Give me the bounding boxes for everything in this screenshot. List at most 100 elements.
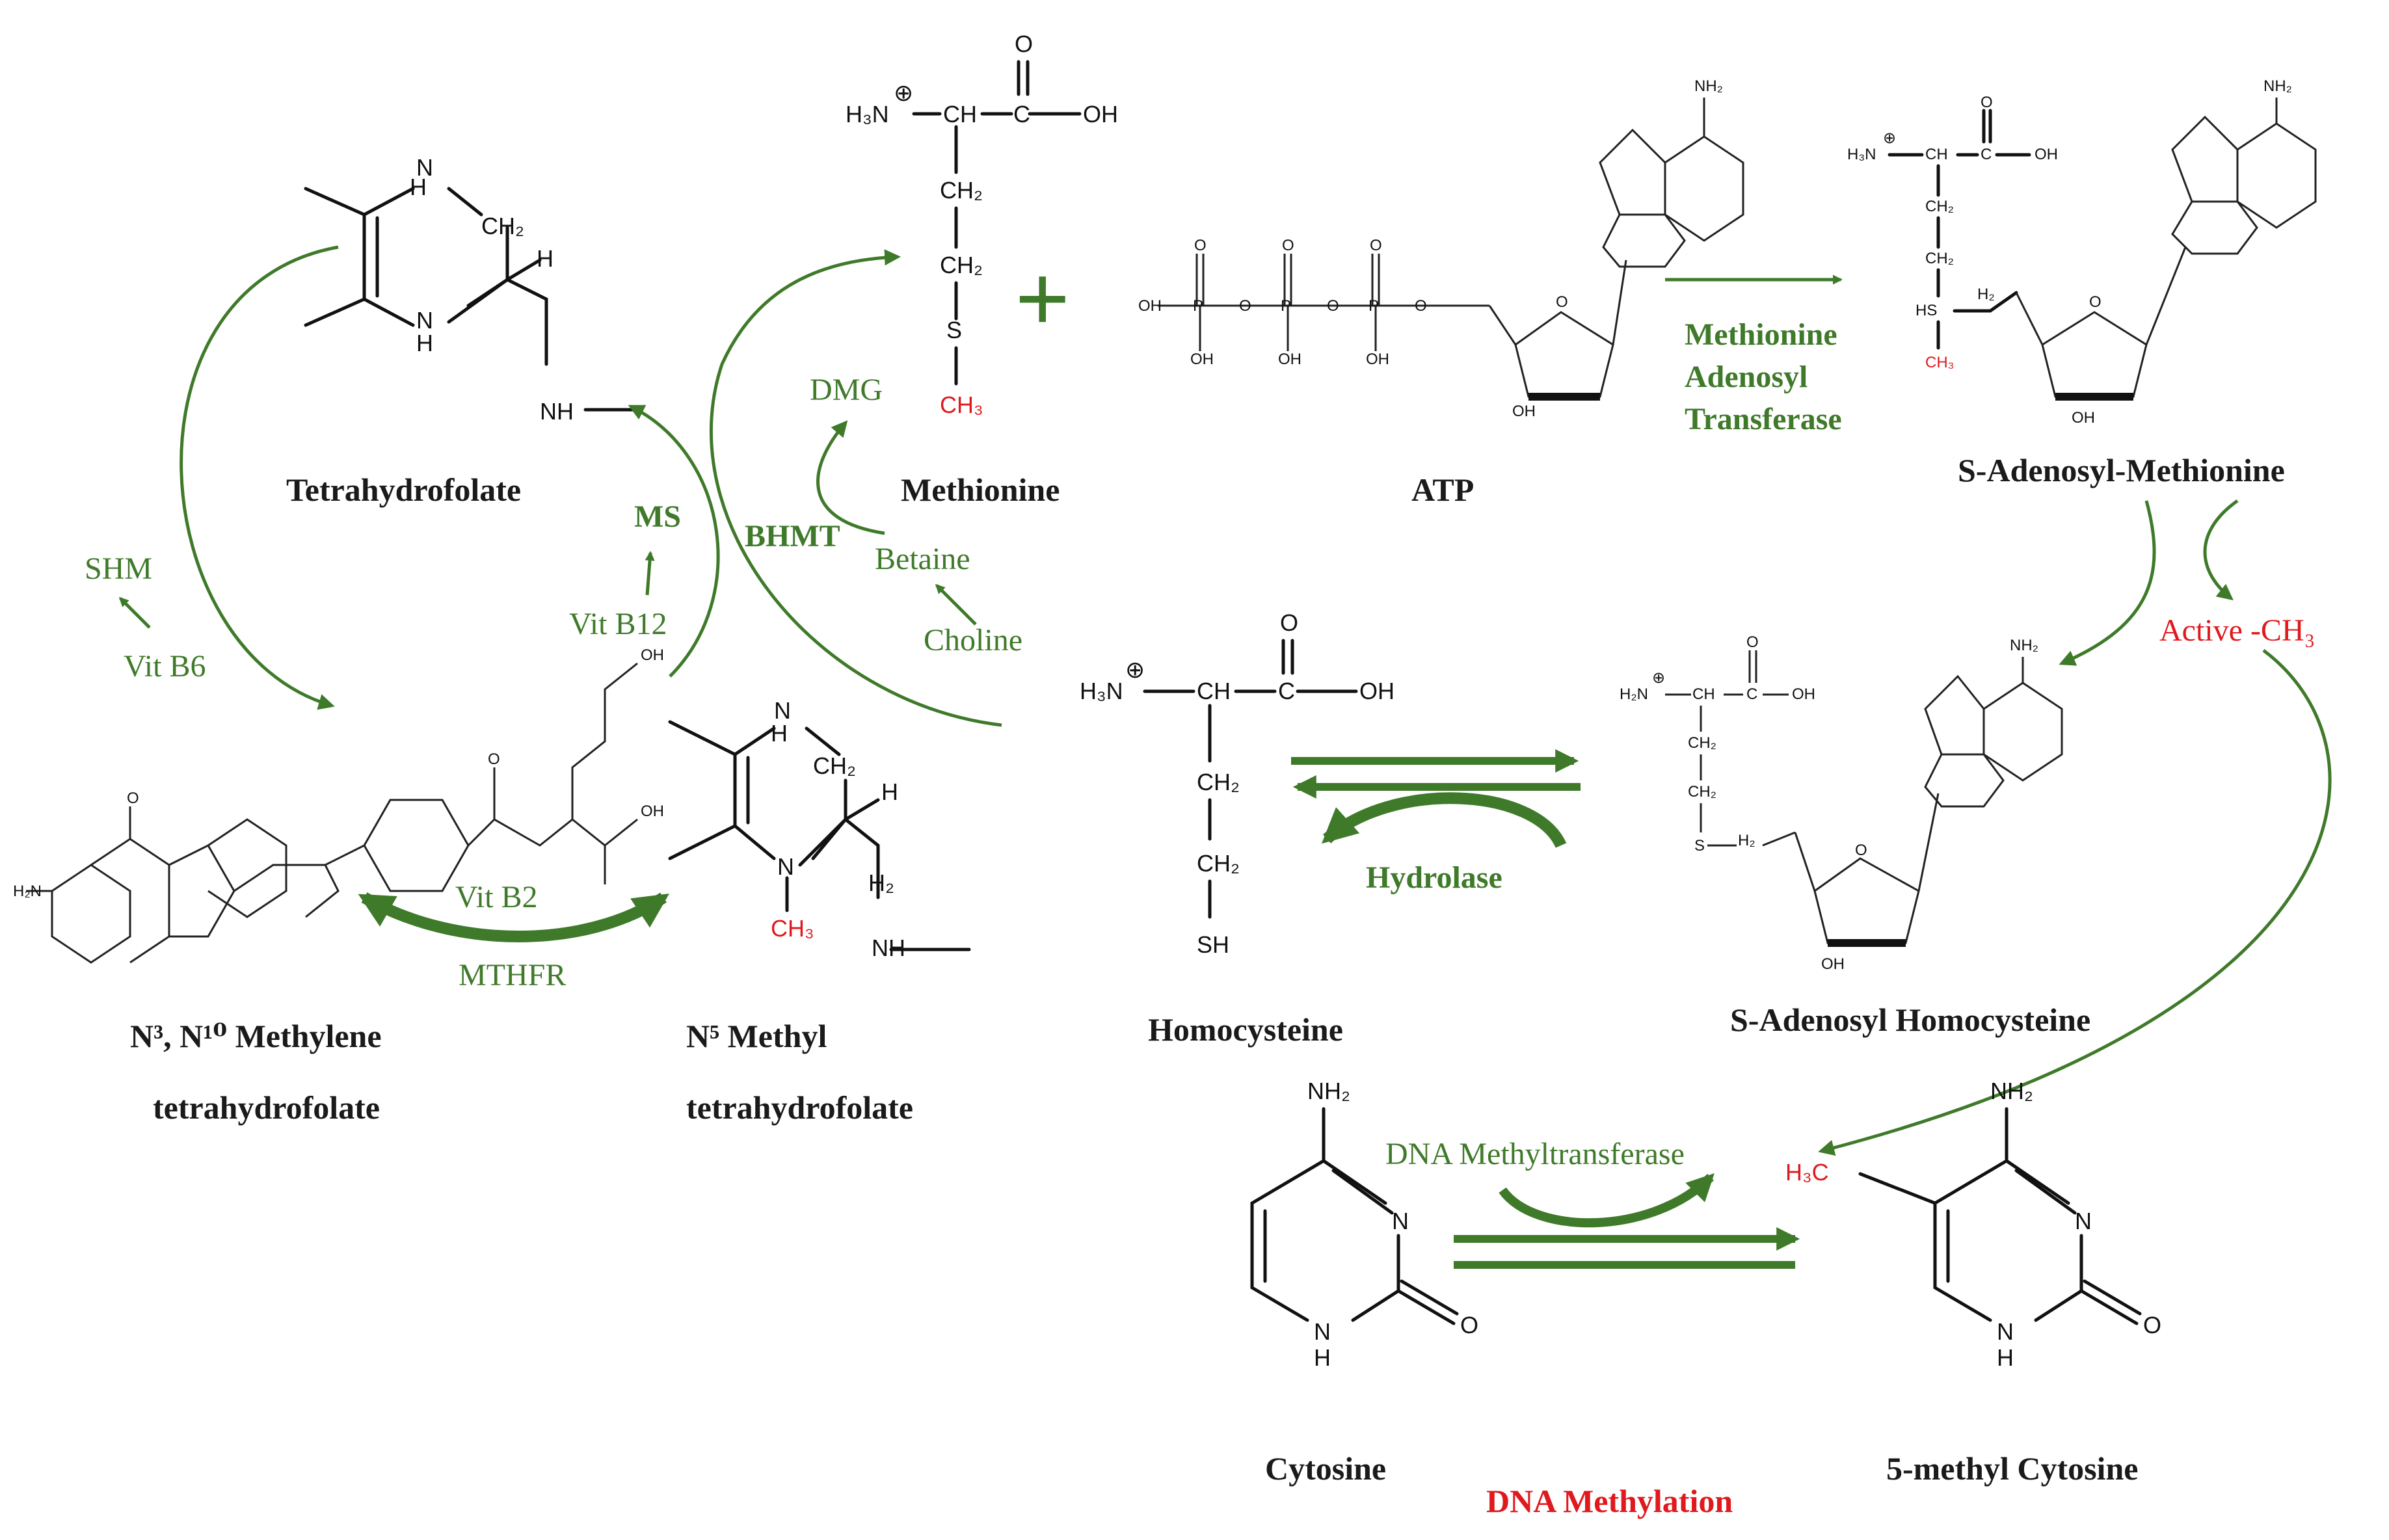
atp-p1: P — [1193, 297, 1203, 315]
thf-h2: H — [416, 330, 433, 356]
mcyt-nh2: NH₂ — [1990, 1078, 2033, 1104]
sah-ring-o: O — [1855, 842, 1867, 859]
methylene-thf-structure: O H₂N O OH OH — [13, 646, 664, 964]
betaine-to-dmg-arrow — [816, 420, 885, 535]
mcyt-h: H — [1997, 1344, 2014, 1371]
atp-oh1: OH — [1190, 351, 1214, 368]
label-vit-b12: Vit B12 — [569, 607, 667, 641]
mcyt-o: O — [2143, 1312, 2161, 1338]
mthf2-ch2: CH₂ — [813, 752, 856, 779]
sam-o: O — [1981, 94, 1993, 111]
label-betaine: Betaine — [875, 542, 970, 576]
sah-o: O — [1746, 633, 1759, 651]
met-o: O — [1015, 31, 1033, 57]
label-mat-3: Transferase — [1685, 402, 1842, 436]
thf-h: H — [537, 245, 554, 272]
dnmt-arrow — [1499, 1173, 1715, 1228]
label-methylcytosine: 5-methyl Cytosine — [1886, 1450, 2138, 1487]
met-h3n: H₃N — [846, 101, 889, 127]
sam-c: C — [1981, 146, 1992, 163]
mthf-o: O — [127, 790, 139, 807]
sah-c: C — [1746, 685, 1757, 703]
tetrahydrofolate-structure: N H CH₂ H N H NH — [304, 154, 636, 425]
mthfr-arrow — [358, 892, 669, 942]
atp-oh2: OH — [1278, 351, 1301, 368]
label-dmg: DMG — [810, 373, 883, 407]
hcy-charge: ⊕ — [1125, 656, 1145, 683]
mthf2-n1: N — [774, 697, 791, 724]
shm-arrow — [180, 245, 339, 710]
atp-ring-o: O — [1556, 293, 1568, 311]
atp-structure: OH P P P O O O OH OH OH O O O O OH NH₂ — [1138, 77, 1744, 420]
hydrolase-arrow — [1321, 792, 1567, 849]
mthf-oh-bottom: OH — [641, 803, 664, 820]
thf-nh: NH — [540, 398, 574, 425]
sah-s: S — [1694, 837, 1705, 855]
thf-n2: N — [416, 307, 433, 334]
cyt-n1: N — [1314, 1318, 1331, 1345]
sam-ring-o: O — [2089, 293, 2102, 311]
label-mat-2: Adenosyl — [1685, 360, 1808, 394]
label-vit-b2: Vit B2 — [455, 880, 537, 914]
met-ch3: CH₃ — [940, 392, 983, 418]
sam-nh2: NH₂ — [2263, 77, 2292, 95]
sam-ch2-b: CH₂ — [1925, 250, 1954, 267]
label-methyl-thf-1: N⁵ Methyl — [686, 1018, 827, 1054]
homocysteine-structure: H₃N ⊕ CH C OH O CH₂ CH₂ SH — [1080, 609, 1395, 958]
mthf2-nh: NH — [872, 935, 905, 961]
hcy-o: O — [1280, 609, 1298, 636]
atp-o1: O — [1194, 237, 1207, 254]
met-s: S — [946, 317, 962, 343]
label-shm: SHM — [85, 551, 152, 586]
plus-sign: + — [1015, 245, 1070, 353]
label-active-ch3: Active -CH₃ — [2159, 613, 2315, 648]
thf-ch2: CH₂ — [481, 213, 524, 239]
hcy-oh: OH — [1359, 678, 1395, 704]
sam-h2: H₂ — [1977, 285, 1995, 303]
methionine-structure: H₃N ⊕ CH C OH O CH₂ CH₂ S CH₃ — [846, 31, 1118, 418]
met-oh: OH — [1083, 101, 1118, 127]
sah-h2: H₂ — [1738, 832, 1755, 849]
sah-charge: ⊕ — [1652, 669, 1665, 687]
sam-oh-sugar: OH — [2072, 409, 2095, 427]
mcyt-n3: N — [2075, 1208, 2092, 1234]
sam-to-sah-arrow — [2059, 500, 2156, 666]
mthf-oh-top: OH — [641, 646, 664, 664]
met-ch2-a: CH₂ — [940, 177, 983, 204]
label-mat-1: Methionine — [1685, 317, 1837, 352]
sah-ch2-a: CH₂ — [1688, 734, 1716, 752]
hcy-ch: CH — [1197, 678, 1231, 704]
thf-h1: H — [410, 174, 427, 200]
sah-ch2-b: CH₂ — [1688, 783, 1716, 801]
cyt-nh2: NH₂ — [1307, 1078, 1350, 1104]
label-hydrolase: Hydrolase — [1366, 860, 1502, 895]
label-methyl-thf-2: tetrahydrofolate — [686, 1089, 913, 1126]
atp-p2: P — [1281, 297, 1291, 315]
label-methionine: Methionine — [901, 471, 1060, 508]
label-choline: Choline — [924, 623, 1022, 657]
vit-b12-arrow — [645, 551, 655, 596]
sah-nh2: NH₂ — [2010, 637, 2038, 654]
sam-ch3: CH₃ — [1925, 354, 1954, 371]
label-dnmt: DNA Methyltransferase — [1385, 1137, 1685, 1171]
mthf2-h1: H — [771, 720, 788, 747]
sam-hs: HS — [1915, 302, 1937, 319]
hcy-ch2-b: CH₂ — [1197, 850, 1240, 877]
atp-oh-sugar: OH — [1512, 403, 1536, 420]
atp-bo2: O — [1327, 297, 1339, 315]
met-ch2-b: CH₂ — [940, 252, 983, 278]
mthf2-ch3: CH₃ — [771, 915, 814, 942]
label-sam: S-Adenosyl-Methionine — [1958, 452, 2285, 488]
mthf2-h: H — [881, 778, 898, 805]
cytosine-structure: NH₂ N O N H — [1250, 1078, 1478, 1371]
mcyt-h3c: H₃C — [1785, 1159, 1829, 1186]
cyt-h: H — [1314, 1344, 1331, 1371]
methylcytosine-structure: NH₂ H₃C N O N H — [1785, 1078, 2161, 1371]
atp-p3: P — [1368, 297, 1379, 315]
vit-b6-arrow — [118, 596, 151, 629]
sah-structure: H₂N ⊕ CH C OH O CH₂ CH₂ S H₂ O OH NH₂ — [1620, 633, 2063, 973]
cyt-o: O — [1460, 1312, 1478, 1338]
atp-bo1: O — [1239, 297, 1251, 315]
sam-to-active-ch3-arrow — [2203, 499, 2239, 601]
